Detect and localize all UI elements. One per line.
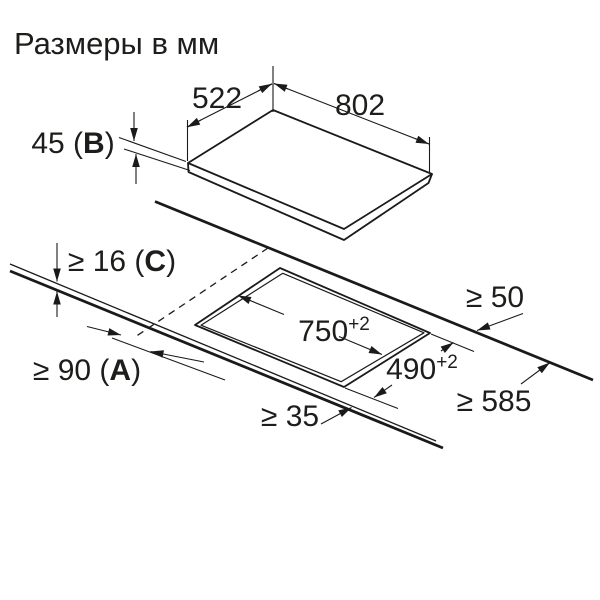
dim-segment <box>237 294 285 316</box>
leader-line <box>320 407 352 425</box>
dim-segment <box>373 384 393 398</box>
arrowhead <box>186 117 202 128</box>
dim-750-label: 750+2 <box>298 314 370 348</box>
dim-rear-clearance: ≥ 50 <box>466 281 524 332</box>
dim-522-label: 522 <box>192 82 242 115</box>
ext-line-top <box>118 136 187 163</box>
worktop-drawing <box>9 200 594 450</box>
ext-line-front <box>344 387 399 410</box>
cutout-outer-edge <box>194 267 431 388</box>
dim-segment <box>440 342 454 353</box>
cooktop-base <box>187 162 433 241</box>
cutout-inner-edge <box>200 272 425 383</box>
arrowhead <box>414 135 430 145</box>
dim-90A-label: ≥ 90 (A) <box>33 354 141 387</box>
arrowhead-left <box>150 350 205 363</box>
worktop-back-edge <box>154 200 594 382</box>
side-clearance-aux-line <box>111 337 226 381</box>
worktop-cutout <box>194 267 431 388</box>
dim-front-clearance: ≥ 35 <box>261 400 352 433</box>
ext-line-bottom <box>123 148 191 172</box>
dim-cooktop-depth: 522 <box>186 66 274 161</box>
dim-cooktop-width: 802 <box>273 82 431 172</box>
dim-side-clearance: ≥ 90 (A) <box>33 325 205 387</box>
dim-490-label: 490+2 <box>386 352 458 386</box>
dim-line-522 <box>186 83 273 128</box>
dim-802-label: 802 <box>335 89 385 122</box>
dim-cutout-width: 750+2 <box>237 294 383 356</box>
leader-line <box>476 312 524 332</box>
dim-16C-label: ≥ 16 (C) <box>68 245 176 278</box>
dim-585-label: ≥ 585 <box>457 385 532 418</box>
dim-worktop-depth: ≥ 585 <box>457 362 551 418</box>
arrowhead <box>257 83 273 94</box>
cooktop-drawing <box>187 109 433 241</box>
dim-cutout-depth: 490+2 <box>344 333 475 410</box>
arrowhead-right <box>86 325 122 336</box>
worktop-front-edge-face <box>9 269 444 450</box>
dim-35-label: ≥ 35 <box>261 400 319 433</box>
leader-line <box>520 362 551 385</box>
arrowhead <box>273 82 289 92</box>
cooktop-projection-dashed-line <box>134 247 269 338</box>
dim-45B-label: 45 (B) <box>31 127 114 160</box>
cooktop-top-surface <box>187 109 433 230</box>
dim-worktop-thickness: ≥ 16 (C) <box>53 243 176 317</box>
diagram-title: Размеры в мм <box>14 26 219 61</box>
dim-50-label: ≥ 50 <box>466 281 524 314</box>
dim-line-802 <box>273 82 430 145</box>
dim-cooktop-height: 45 (B) <box>31 112 191 184</box>
dim-segment <box>338 335 383 356</box>
worktop-front-edge-top <box>9 263 437 442</box>
